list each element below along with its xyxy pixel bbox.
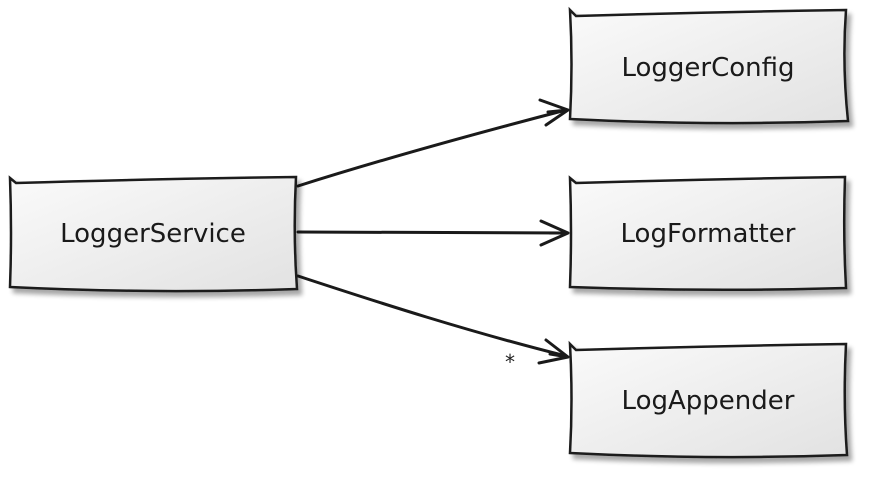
edge-loggerservice-logformatter [296,219,570,247]
class-box-loggerservice[interactable]: LoggerService [8,175,299,293]
arrowhead-icon [537,338,570,365]
class-name: LoggerService [60,219,246,249]
multiplicity-label: * [504,350,516,374]
class-box-logformatter[interactable]: LogFormatter [568,175,848,292]
edge-loggerservice-logappender: * [296,274,570,374]
arrowhead-icon [539,219,570,247]
class-box-logappender[interactable]: LogAppender [568,340,849,459]
arrowhead-icon [538,98,570,127]
class-name: LoggerConfig [621,53,794,83]
edge-loggerservice-loggerconfig [296,98,570,188]
class-name: LogFormatter [621,219,796,249]
class-box-loggerconfig[interactable]: LoggerConfig [568,6,850,125]
class-name: LogAppender [622,386,795,416]
